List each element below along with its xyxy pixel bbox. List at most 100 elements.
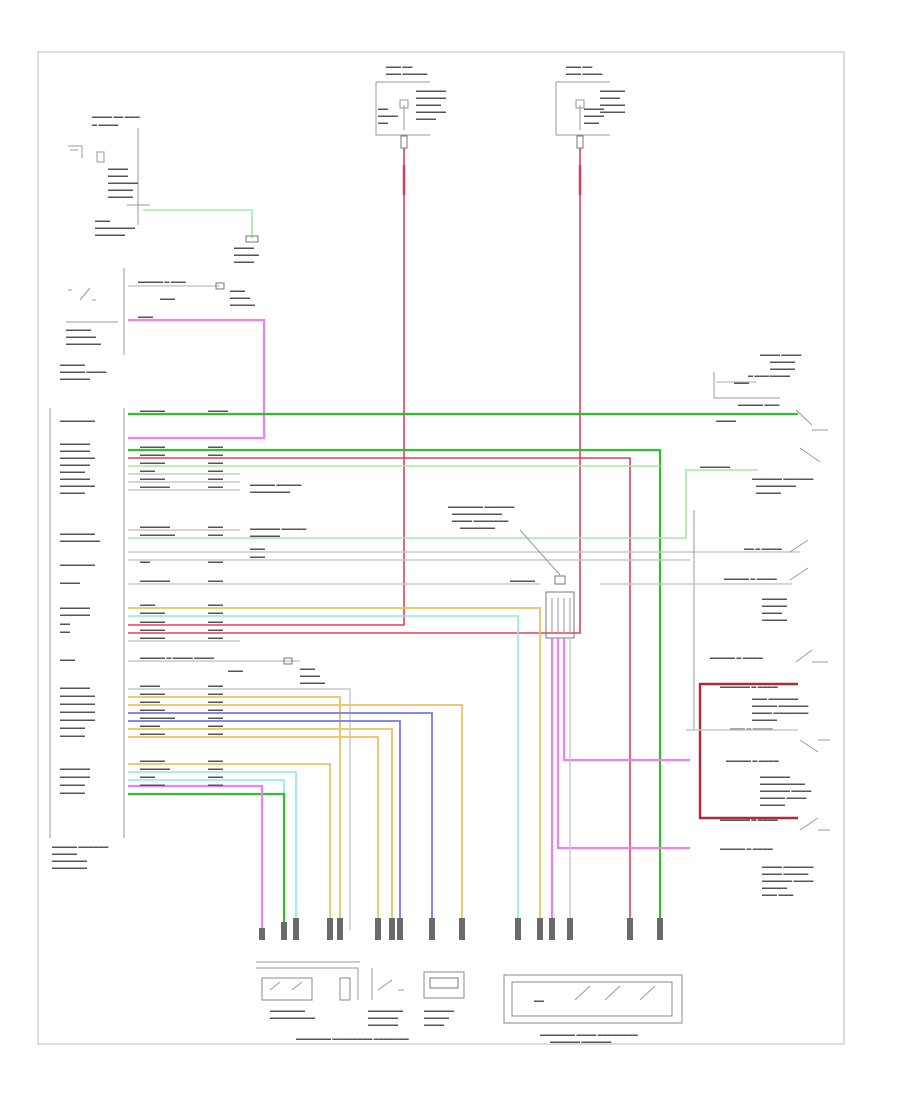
splice-pack-section: ▬▬▬▬ ▬▬ ▬▬▬ ▬ ▬▬▬▬ ▬▬▬▬ ▬▬▬▬ ▬▬▬▬▬▬ ▬▬▬▬… [68, 114, 259, 265]
svg-text:▬▬▬: ▬▬▬ [208, 468, 223, 474]
svg-text:▬▬▬▬▬▬▬: ▬▬▬▬▬▬▬ [60, 483, 95, 489]
svg-text:▬▬▬: ▬▬▬ [208, 691, 223, 697]
svg-text:▬▬▬▬▬: ▬▬▬▬▬ [600, 109, 625, 115]
svg-text:▬▬▬▬▬: ▬▬▬▬▬ [52, 851, 77, 857]
svg-text:▬▬▬▬: ▬▬▬▬ [762, 610, 782, 616]
svg-text:▬▬▬▬: ▬▬▬▬ [140, 699, 160, 705]
svg-text:▬▬▬▬▬: ▬▬▬▬▬ [762, 885, 787, 891]
svg-text:▬▬▬▬▬▬▬▬: ▬▬▬▬▬▬▬▬ [756, 483, 796, 489]
svg-text:▬▬▬: ▬▬▬ [208, 774, 223, 780]
svg-text:▬▬▬▬▬: ▬▬▬▬▬ [752, 717, 777, 723]
svg-text:▬▬▬▬: ▬▬▬▬ [584, 106, 604, 112]
svg-text:▬▬ ▬ ▬▬▬▬: ▬▬ ▬ ▬▬▬▬ [744, 546, 782, 552]
svg-text:▬▬▬▬▬: ▬▬▬▬▬ [140, 408, 165, 414]
svg-text:▬▬▬▬▬: ▬▬▬▬▬ [416, 102, 441, 108]
svg-text:▬▬▬▬▬: ▬▬▬▬▬ [600, 102, 625, 108]
svg-text:▬▬▬: ▬▬▬ [208, 452, 223, 458]
svg-text:▬▬▬▬▬▬▬▬▬: ▬▬▬▬▬▬▬▬▬ [760, 781, 805, 787]
svg-text:▬▬▬▬▬: ▬▬▬▬▬ [140, 691, 165, 697]
svg-text:▬▬▬▬: ▬▬▬▬ [716, 418, 736, 424]
svg-text:▬▬▬▬▬▬▬: ▬▬▬▬▬▬▬ [52, 865, 87, 871]
svg-text:▬▬▬▬▬▬: ▬▬▬▬▬▬ [66, 334, 96, 340]
svg-text:▬▬▬▬▬▬▬: ▬▬▬▬▬▬▬ [60, 418, 95, 424]
svg-text:▬▬▬▬▬: ▬▬▬▬▬ [756, 490, 781, 496]
svg-text:▬▬▬▬▬: ▬▬▬▬▬ [140, 610, 165, 616]
svg-text:▬▬▬▬▬: ▬▬▬▬▬ [60, 362, 85, 368]
svg-text:▬▬▬: ▬▬▬ [208, 707, 223, 713]
svg-text:▬▬▬▬▬: ▬▬▬▬▬ [60, 725, 85, 731]
module-pin-labels: ▬▬▬▬▬▬▬ ▬▬▬▬▬▬ ▬▬▬▬▬▬ ▬▬▬▬▬▬▬ ▬▬▬▬▬▬ ▬▬▬… [52, 418, 108, 871]
svg-text:▬▬▬▬▬: ▬▬▬▬▬ [60, 490, 85, 496]
svg-text:▬▬▬: ▬▬▬ [95, 218, 110, 224]
svg-text:▬▬▬▬▬ ▬ ▬▬▬▬ ▬▬▬▬: ▬▬▬▬▬ ▬ ▬▬▬▬ ▬▬▬▬ [140, 655, 214, 661]
svg-text:▬▬▬: ▬▬▬ [208, 758, 223, 764]
svg-text:▬▬▬▬▬ ▬ ▬▬▬▬: ▬▬▬▬▬ ▬ ▬▬▬▬ [724, 576, 777, 582]
svg-text:▬▬▬▬▬▬▬▬: ▬▬▬▬▬▬▬▬ [250, 489, 290, 495]
svg-text:▬▬▬▬▬▬: ▬▬▬▬▬▬ [140, 766, 170, 772]
svg-text:▬▬▬▬▬▬: ▬▬▬▬▬▬ [60, 605, 90, 611]
svg-text:▬▬▬▬▬▬: ▬▬▬▬▬▬ [60, 612, 90, 618]
svg-text:▬▬▬▬ ▬▬▬▬▬▬▬: ▬▬▬▬ ▬▬▬▬▬▬▬ [752, 710, 808, 716]
svg-text:▬▬▬▬▬: ▬▬▬▬▬ [140, 452, 165, 458]
svg-text:▬▬▬: ▬▬▬ [208, 619, 223, 625]
svg-text:▬▬▬▬▬▬ ▬▬▬▬▬▬: ▬▬▬▬▬▬ ▬▬▬▬▬▬ [752, 476, 813, 482]
svg-text:▬▬▬: ▬▬▬ [208, 460, 223, 466]
svg-text:▬▬▬▬▬ ▬▬▬▬: ▬▬▬▬▬ ▬▬▬▬ [760, 795, 806, 801]
svg-text:▬▬▬▬▬▬: ▬▬▬▬▬▬ [424, 1008, 454, 1014]
svg-text:▬ ▬▬▬▬: ▬ ▬▬▬▬ [92, 122, 118, 128]
svg-text:▬▬▬▬▬ ▬ ▬▬▬▬: ▬▬▬▬▬ ▬ ▬▬▬▬ [710, 655, 763, 661]
svg-text:▬▬▬▬▬▬: ▬▬▬▬▬▬ [760, 774, 790, 780]
svg-text:▬▬▬▬▬▬▬: ▬▬▬▬▬▬▬ [60, 717, 95, 723]
svg-text:▬▬▬: ▬▬▬ [140, 602, 155, 608]
svg-text:▬▬▬▬▬: ▬▬▬▬▬ [234, 252, 259, 258]
svg-text:▬▬: ▬▬ [60, 621, 70, 627]
svg-text:▬▬▬▬: ▬▬▬▬ [208, 408, 228, 414]
svg-text:▬▬▬▬▬ ▬ ▬▬▬▬: ▬▬▬▬▬ ▬ ▬▬▬▬ [726, 758, 779, 764]
svg-text:▬▬▬: ▬▬▬ [208, 627, 223, 633]
svg-text:▬▬: ▬▬ [140, 559, 150, 565]
svg-text:▬▬▬: ▬▬▬ [208, 444, 223, 450]
svg-text:▬▬▬▬▬▬: ▬▬▬▬▬▬ [95, 232, 125, 238]
svg-text:▬▬▬▬▬▬: ▬▬▬▬▬▬ [60, 774, 90, 780]
svg-text:▬▬▬: ▬▬▬ [208, 484, 223, 490]
svg-text:▬▬▬: ▬▬▬ [140, 774, 155, 780]
svg-text:▬▬▬▬▬▬: ▬▬▬▬▬▬ [108, 180, 138, 186]
svg-text:▬▬▬▬▬▬▬ ▬▬▬▬ ▬▬▬▬▬▬▬▬: ▬▬▬▬▬▬▬ ▬▬▬▬ ▬▬▬▬▬▬▬▬ [540, 1032, 638, 1038]
svg-text:▬▬▬▬▬▬: ▬▬▬▬▬▬ [368, 1022, 398, 1028]
svg-text:▬▬▬▬▬▬ ▬▬▬▬▬▬: ▬▬▬▬▬▬ ▬▬▬▬▬▬ [550, 1039, 611, 1045]
svg-text:▬▬▬: ▬▬▬ [138, 314, 153, 320]
svg-text:▬▬▬▬▬: ▬▬▬▬▬ [60, 733, 85, 739]
svg-text:▬▬▬: ▬▬▬ [208, 723, 223, 729]
svg-text:▬▬▬: ▬▬▬ [208, 476, 223, 482]
svg-text:▬▬▬▬▬▬▬: ▬▬▬▬▬▬▬ [60, 693, 95, 699]
svg-text:▬▬▬▬: ▬▬▬▬ [60, 580, 80, 586]
svg-text:▬▬▬▬▬▬: ▬▬▬▬▬▬ [140, 524, 170, 530]
svg-text:▬▬▬▬▬▬▬: ▬▬▬▬▬▬▬ [60, 709, 95, 715]
svg-text:▬▬▬▬▬▬ ▬▬▬▬: ▬▬▬▬▬▬ ▬▬▬▬ [762, 878, 813, 884]
svg-text:▬▬▬▬ ▬▬▬▬▬▬▬: ▬▬▬▬ ▬▬▬▬▬▬▬ [452, 518, 508, 524]
svg-text:▬▬▬▬▬▬▬: ▬▬▬▬▬▬▬ [60, 562, 95, 568]
svg-text:▬▬▬▬▬▬: ▬▬▬▬▬▬ [416, 88, 446, 94]
svg-text:▬▬▬▬▬▬▬: ▬▬▬▬▬▬▬ [368, 1008, 403, 1014]
svg-text:▬▬▬: ▬▬▬ [250, 546, 265, 552]
svg-text:▬▬▬: ▬▬▬ [208, 578, 223, 584]
svg-text:▬▬▬: ▬▬▬ [584, 120, 599, 126]
svg-text:▬▬▬▬: ▬▬▬▬ [140, 723, 160, 729]
control-module: ▬▬▬▬▬▬▬ ▬▬▬▬▬▬ ▬▬▬▬▬▬ ▬▬▬▬▬▬▬ ▬▬▬▬▬▬ ▬▬▬… [49, 408, 125, 871]
svg-text:▬▬: ▬▬ [378, 106, 388, 112]
svg-text:▬▬▬: ▬▬▬ [208, 524, 223, 530]
svg-text:▬▬▬▬▬: ▬▬▬▬▬ [760, 802, 785, 808]
svg-text:▬▬▬▬▬▬▬: ▬▬▬▬▬▬▬ [60, 455, 95, 461]
svg-text:▬▬▬: ▬▬▬ [208, 610, 223, 616]
svg-text:▬▬▬▬▬▬▬: ▬▬▬▬▬▬▬ [140, 532, 175, 538]
svg-text:▬▬▬: ▬▬▬ [208, 532, 223, 538]
svg-text:▬▬▬▬▬▬: ▬▬▬▬▬▬ [60, 766, 90, 772]
svg-text:▬▬▬▬▬: ▬▬▬▬▬ [140, 627, 165, 633]
svg-text:▬▬▬▬▬: ▬▬▬▬▬ [140, 460, 165, 466]
svg-text:▬▬▬▬: ▬▬▬▬ [230, 295, 250, 301]
svg-text:▬▬▬▬▬: ▬▬▬▬▬ [762, 603, 787, 609]
svg-text:▬▬▬: ▬▬▬ [208, 731, 223, 737]
svg-text:▬▬: ▬▬ [534, 998, 544, 1004]
svg-text:▬▬▬▬▬: ▬▬▬▬▬ [140, 707, 165, 713]
svg-text:▬▬▬▬▬ ▬▬▬: ▬▬▬▬▬ ▬▬▬ [738, 402, 779, 408]
